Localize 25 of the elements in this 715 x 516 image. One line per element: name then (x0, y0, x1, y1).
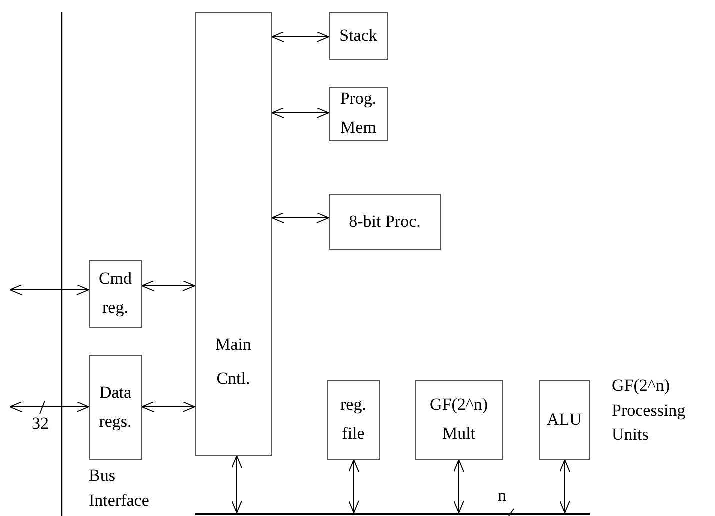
arrow (10, 284, 90, 296)
arrow (272, 32, 330, 42)
arrow (10, 402, 90, 412)
arrow (272, 108, 330, 118)
register-box: Cmd reg. (89, 260, 142, 328)
register-box: reg. file (327, 380, 380, 460)
bus-line (195, 513, 590, 514)
control-box: Main Cntl. (195, 12, 272, 456)
section-label: GF(2^n) Processing Units (612, 375, 687, 446)
register-box: Data regs. (89, 355, 142, 460)
process-box: ALU (539, 380, 590, 460)
process-box: Stack (329, 12, 388, 60)
bus-width-label: n (498, 485, 506, 507)
section-label: Bus Interface (89, 465, 150, 512)
process-box: 8-bit Proc. (329, 194, 441, 250)
arrow (272, 212, 330, 224)
arrow (348, 460, 360, 514)
arrow (560, 460, 570, 514)
bus-width-label: 32 (32, 413, 49, 435)
arrow (232, 456, 242, 514)
memory-box: Prog. Mem (329, 87, 388, 141)
process-box: GF(2^n) Mult (415, 380, 503, 460)
arrow (142, 402, 196, 412)
arrow (142, 280, 196, 292)
arrow (454, 460, 464, 514)
